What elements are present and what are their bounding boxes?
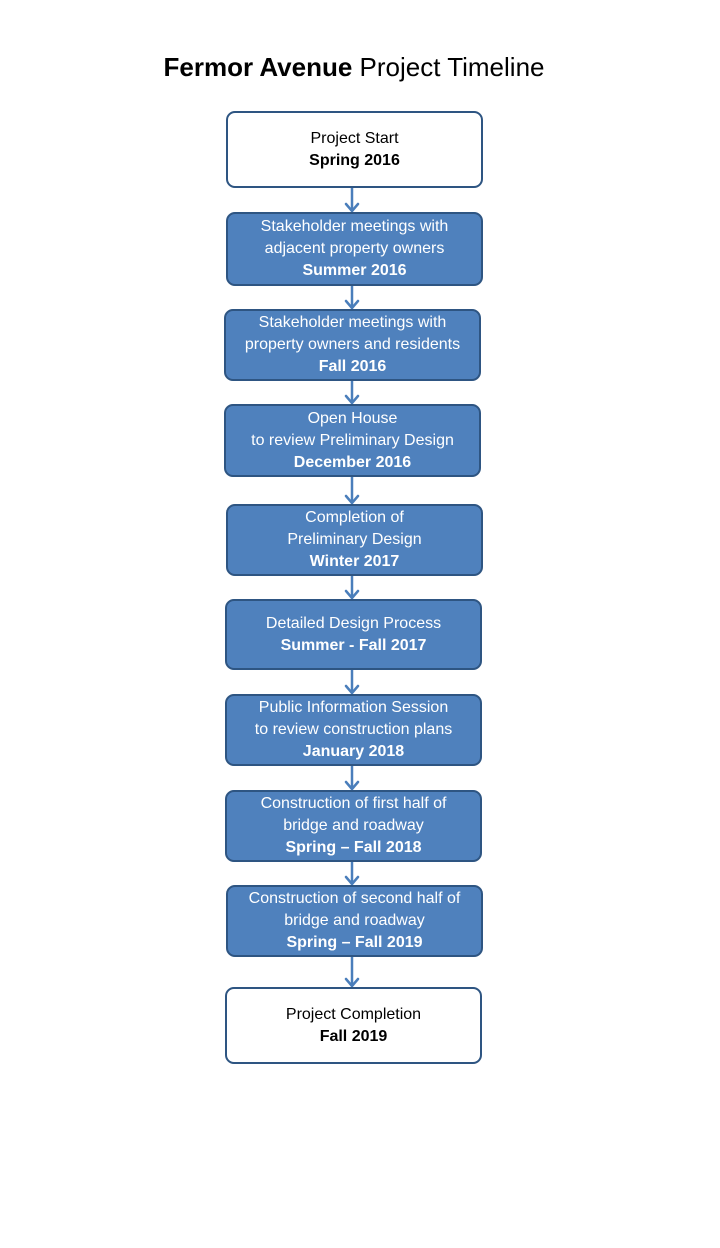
timeline-step: Public Information Session to review cons… <box>225 694 482 766</box>
step-description: Stakeholder meetings with <box>260 218 449 235</box>
step-description: Open House <box>307 409 398 427</box>
step-description: Completion of <box>305 509 404 526</box>
step-description: Preliminary Design <box>287 531 422 548</box>
step-description: Stakeholder meetings with <box>258 314 447 331</box>
title-project-name: Fermor Avenue <box>163 52 353 82</box>
step-description: Construction of first half of <box>260 795 447 812</box>
flow-arrow <box>344 862 360 885</box>
step-date: Fall 2019 <box>319 1027 388 1045</box>
step-description: Construction of second half of <box>248 890 461 907</box>
timeline-step: Construction of first half of bridge and … <box>225 790 482 862</box>
timeline-step: Stakeholder meetings with property owners… <box>224 309 481 381</box>
step-date: January 2018 <box>302 743 405 760</box>
step-description: to review Preliminary Design <box>251 431 454 449</box>
step-date: Summer 2016 <box>302 262 407 279</box>
step-date: Spring – Fall 2018 <box>285 839 422 856</box>
step-description: Public Information Session <box>258 699 449 716</box>
step-description: adjacent property owners <box>264 240 445 257</box>
step-date: Spring – Fall 2019 <box>286 934 423 951</box>
step-description: bridge and roadway <box>283 817 424 834</box>
step-date: December 2016 <box>293 453 412 471</box>
step-description: Detailed Design Process <box>265 614 442 632</box>
step-description: property owners and residents <box>244 336 461 353</box>
step-date: Winter 2017 <box>309 553 400 570</box>
step-date: Spring 2016 <box>309 151 400 169</box>
flow-arrow <box>344 670 360 694</box>
timeline-step: Stakeholder meetings with adjacent proper… <box>226 212 483 286</box>
flow-arrow <box>344 188 360 212</box>
flow-arrow <box>344 957 360 987</box>
step-date: Summer - Fall 2017 <box>280 636 427 654</box>
flow-arrow <box>344 766 360 790</box>
diagram-title: Fermor Avenue Project Timeline <box>0 52 708 83</box>
flow-arrow <box>344 576 360 599</box>
step-description: to review construction plans <box>254 721 453 738</box>
flow-arrow <box>344 381 360 404</box>
title-suffix: Project Timeline <box>359 52 545 82</box>
step-description: Project Completion <box>285 1005 422 1023</box>
timeline-step: Construction of second half of bridge and… <box>226 885 483 957</box>
step-description: bridge and roadway <box>284 912 425 929</box>
flow-arrow <box>344 286 360 309</box>
step-description: Project Start <box>310 129 399 147</box>
step-date: Fall 2016 <box>318 358 387 375</box>
flow-arrow <box>344 477 360 504</box>
